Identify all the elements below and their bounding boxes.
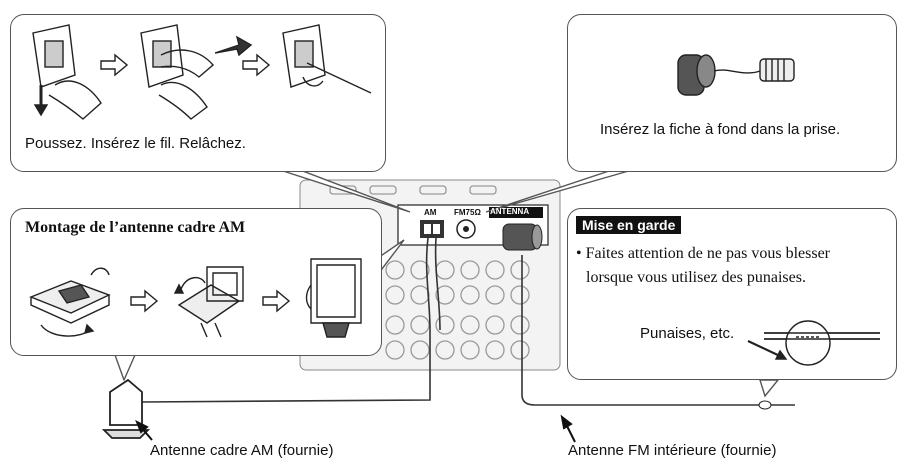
caution-tag: Mise en garde — [576, 216, 682, 234]
pin-illustration — [747, 320, 880, 366]
am-assembly-title: Montage de l’antenne cadre AM — [25, 219, 246, 236]
am-loop-antenna-small — [101, 378, 151, 439]
caution-line-2: lorsque vous utilisez des punaises. — [586, 269, 806, 286]
antenna-panel-label: ANTENNA — [490, 207, 530, 216]
fm-plug-insertion-callout: Insérez la fiche à fond dans la prise. — [567, 14, 897, 172]
pins-label: Punaises, etc. — [640, 325, 735, 342]
steps-caption: Poussez. Insérez le fil. Relâchez. — [25, 135, 246, 152]
fm-plug-caption: Insérez la fiche à fond dans la prise. — [600, 121, 841, 138]
caption-pointer-arrows — [135, 414, 576, 443]
fm-plug-illustration — [677, 54, 795, 96]
fm-antenna-cable — [502, 223, 795, 410]
am-loop-assembly-callout: Montage de l’antenne cadre AM — [10, 208, 382, 356]
wire-insertion-steps-callout: Poussez. Insérez le fil. Relâchez. — [10, 14, 386, 172]
fm-antenna-caption: Antenne FM intérieure (fournie) — [568, 442, 777, 459]
am-antenna-cable — [141, 237, 441, 403]
fm-terminal-label: FM75Ω — [454, 208, 481, 217]
caution-line-1: • Faites attention de ne pas vous blesse… — [576, 245, 830, 262]
wire-insertion-steps-illustration — [32, 24, 372, 120]
am-loop-assembly-illustration — [29, 258, 362, 338]
am-antenna-caption: Antenne cadre AM (fournie) — [150, 442, 334, 459]
am-terminal-label: AM — [424, 208, 437, 217]
caution-callout: Mise en garde • Faites attention de ne p… — [567, 208, 897, 380]
callout-leaders — [114, 169, 780, 398]
